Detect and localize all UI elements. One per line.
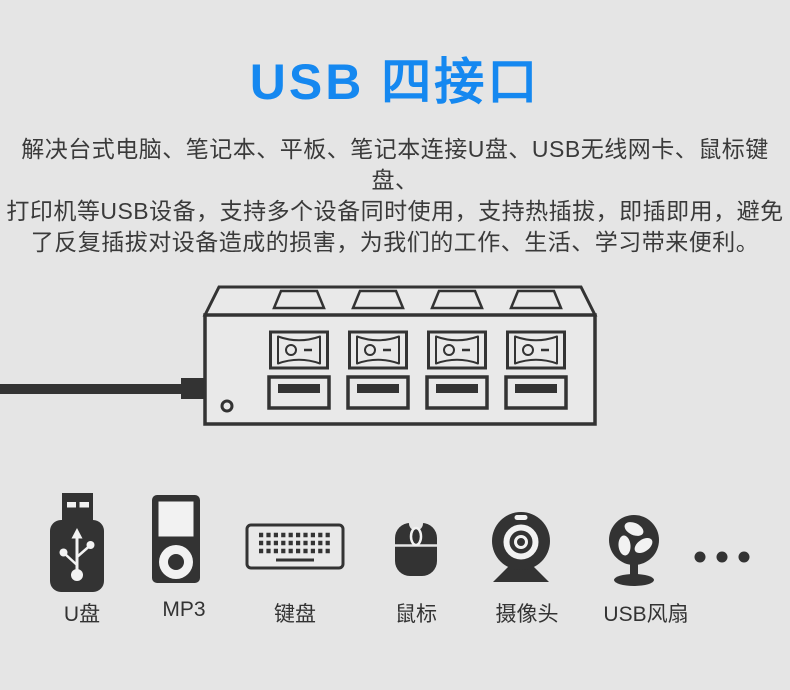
usb-port-3 xyxy=(425,375,489,410)
led-indicator xyxy=(220,399,234,413)
device-icons-row xyxy=(50,493,750,592)
mouse-icon xyxy=(395,516,437,576)
usb-flash-drive-icon xyxy=(50,493,104,592)
usb-port-4 xyxy=(504,375,568,410)
page-title: USB 四接口 xyxy=(249,54,541,110)
webcam-icon xyxy=(492,512,550,582)
usb-port-2 xyxy=(346,375,410,410)
rocker-switch-1 xyxy=(269,330,329,370)
rocker-switches xyxy=(269,330,566,370)
keyboard-icon xyxy=(245,523,345,570)
description-line-1: 解决台式电脑、笔记本、平板、笔记本连接U盘、USB无线网卡、鼠标键盘、 xyxy=(21,136,769,193)
device-label-mouse: 鼠标 xyxy=(395,603,437,626)
usb-ports xyxy=(267,375,568,410)
power-cable xyxy=(0,378,205,399)
hub-switch-tops xyxy=(272,289,563,310)
device-label-mp3: MP3 xyxy=(162,598,206,621)
description-line-2: 打印机等USB设备，支持多个设备同时使用，支持热插拔，即插即用，避免 xyxy=(6,198,784,224)
rocker-switch-3 xyxy=(427,330,487,370)
rocker-switch-2 xyxy=(348,330,408,370)
ellipsis-icon xyxy=(694,551,750,563)
device-label-usb-fan: USB风扇 xyxy=(603,603,689,626)
rocker-switch-4 xyxy=(506,330,566,370)
description-text: 解决台式电脑、笔记本、平板、笔记本连接U盘、USB无线网卡、鼠标键盘、 打印机等… xyxy=(0,134,790,258)
device-label-keyboard: 键盘 xyxy=(274,603,316,626)
device-label-usb-drive: U盘 xyxy=(63,603,101,626)
usb-fan-icon xyxy=(609,515,659,586)
device-label-webcam: 摄像头 xyxy=(495,603,559,626)
description-line-3: 了反复插拔对设备造成的损害，为我们的工作、生活、学习带来便利。 xyxy=(30,229,760,255)
usb-port-1 xyxy=(267,375,331,410)
usb-hub-illustration xyxy=(0,285,598,426)
mp3-player-icon xyxy=(152,495,200,583)
